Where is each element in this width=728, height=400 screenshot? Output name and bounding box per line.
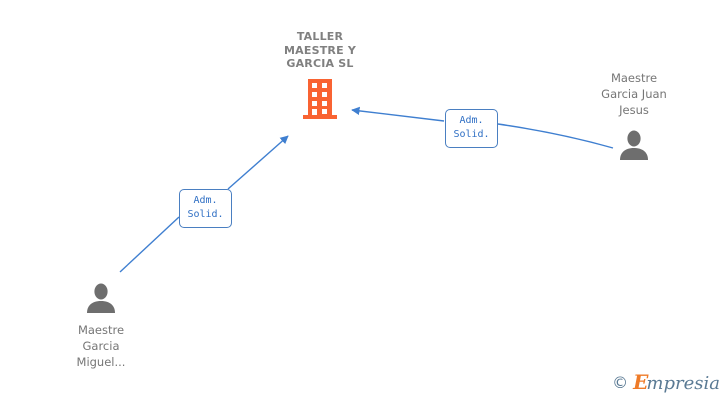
person-avatar-icon[interactable] — [84, 283, 118, 313]
person-avatar-icon[interactable] — [617, 130, 651, 160]
edge-person-right-to-relation — [497, 123, 614, 149]
brand-initial: E — [633, 370, 649, 394]
person-name-label: Maestre Garcia Juan Jesus — [601, 71, 667, 117]
brand-name: mpresia — [646, 373, 720, 394]
person-name-label: Maestre Garcia Miguel... — [76, 323, 126, 369]
company-node[interactable]: TALLER MAESTRE Y GARCIA SL — [248, 30, 392, 119]
company-name-label: TALLER MAESTRE Y GARCIA SL — [284, 30, 356, 70]
edge-relation-to-company-right — [351, 106, 445, 122]
copyright-icon: © — [612, 372, 629, 392]
person-node-left[interactable]: Maestre Garcia Miguel... — [41, 283, 161, 370]
office-building-icon[interactable] — [303, 78, 337, 119]
empresia-watermark: © Empresia — [612, 372, 720, 393]
edge-relation-to-company-left — [227, 135, 289, 190]
edge-person-left-to-relation — [119, 216, 180, 273]
relation-label-left[interactable]: Adm. Solid. — [179, 189, 232, 228]
person-node-right[interactable]: Maestre Garcia Juan Jesus — [574, 70, 694, 160]
relation-label-right[interactable]: Adm. Solid. — [445, 109, 498, 148]
